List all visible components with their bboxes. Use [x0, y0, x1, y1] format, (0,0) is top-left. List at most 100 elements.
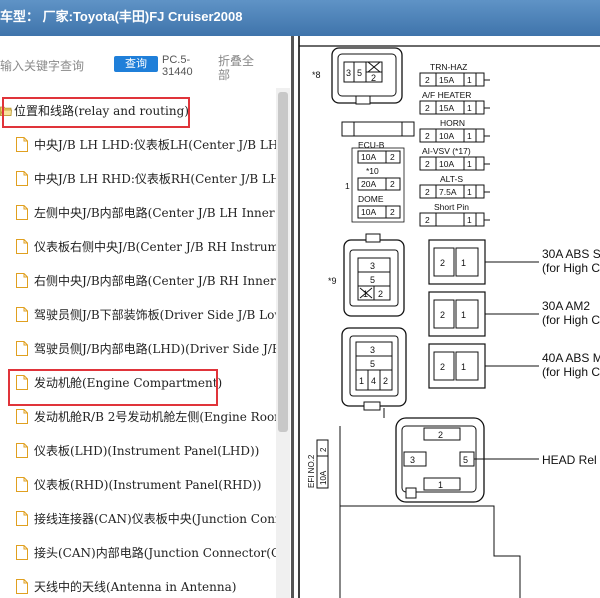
head-relay-pin: 1 — [438, 480, 443, 490]
fuse-20a-amp: 20A — [361, 179, 376, 189]
tree-item[interactable]: 仪表板右侧中央J/B(Center J/B RH Instrument Pane… — [0, 230, 276, 264]
relay-label: 30A AM2 — [542, 299, 590, 313]
collapse-all-button[interactable]: 折叠全 部 — [218, 54, 264, 82]
fuse-pin: 1 — [467, 131, 472, 141]
conn9-pin: 2 — [378, 289, 383, 299]
tree-item[interactable]: 仪表板(RHD)(Instrument Panel(RHD)) — [0, 468, 276, 502]
search-bar: 查询 PC.5- 31440 折叠全 部 — [0, 36, 291, 88]
ecu-b-pin: 2 — [390, 152, 395, 162]
collapse-all-line2: 部 — [218, 68, 231, 82]
fuse-pin: 1 — [467, 215, 472, 225]
scrollbar-thumb[interactable] — [278, 92, 288, 432]
document-icon — [16, 443, 28, 458]
document-icon — [16, 137, 28, 152]
tree-item-label: 接线连接器(CAN)仪表板中央(Junction Connector) — [34, 512, 276, 526]
conn-mid-pin: 4 — [371, 376, 376, 386]
relay-pin: 1 — [461, 258, 466, 268]
document-icon — [16, 545, 28, 560]
relay-label: (for High C — [542, 365, 600, 379]
pin-1: 1 — [345, 181, 350, 191]
relay-label: 40A ABS M — [542, 351, 600, 365]
tree-item-label: 左侧中央J/B内部电路(Center J/B LH Inner Circuit) — [34, 206, 276, 220]
tree-item-label: 接头(CAN)内部电路(Junction Connector(CAN) Inne… — [34, 546, 276, 560]
tree-item-label: 仪表板(LHD)(Instrument Panel(LHD)) — [34, 444, 260, 458]
tree-item-label: 仪表板右侧中央J/B(Center J/B RH Instrument Pane… — [34, 240, 276, 254]
fuse-pin: 1 — [467, 75, 472, 85]
diagram-label-star9: *9 — [328, 276, 337, 286]
tree-view: 位置和线路(relay and routing) 中央J/B LH LHD:仪表… — [0, 94, 276, 598]
tree-item[interactable]: 接线连接器(CAN)仪表板中央(Junction Connector) — [0, 502, 276, 536]
collapse-all-line1: 折叠全 — [218, 54, 255, 68]
search-input[interactable] — [0, 56, 108, 76]
head-relay-label: HEAD Rel — [542, 453, 597, 467]
head-relay: 2 3 5 1 HEAD Rel — [395, 417, 597, 503]
tree-item[interactable]: 驾驶员侧J/B下部装饰板(Driver Side J/B Lower Finis… — [0, 298, 276, 332]
tree-item-label: 驾驶员侧J/B内部电路(LHD)(Driver Side J/B Inner C… — [34, 342, 276, 356]
diagram-panel: *8 3 5 2 TRN-HAZ 2 15A 1 A/F HEATER 2 15… — [294, 36, 600, 598]
fuse-name: A/F HEATER — [422, 90, 471, 100]
document-icon — [16, 477, 28, 492]
fuse-name: AI-VSV (*17) — [422, 146, 471, 156]
fuse-name: ALT-S — [440, 174, 463, 184]
document-icon — [16, 171, 28, 186]
tree-item[interactable]: 驾驶员侧J/B内部电路(LHD)(Driver Side J/B Inner C… — [0, 332, 276, 366]
relay-group: 2 1 30A ABS S (for High C 2 1 30A AM2 (f… — [428, 239, 600, 389]
fuse-box-diagram: *8 3 5 2 TRN-HAZ 2 15A 1 A/F HEATER 2 15… — [298, 36, 600, 598]
relay-pin: 1 — [461, 310, 466, 320]
fuse-pin: 2 — [425, 215, 430, 225]
panel-splitter[interactable] — [291, 36, 294, 598]
relay-label: (for High C — [542, 313, 600, 327]
tree-item-label: 发动机舱(Engine Compartment) — [34, 376, 223, 390]
tree-item-label: 天线中的天线(Antenna in Antenna) — [34, 580, 237, 594]
document-icon — [16, 375, 28, 390]
query-button[interactable]: 查询 — [114, 56, 158, 72]
conn-mid-pin: 3 — [370, 345, 375, 355]
tree-item-label: 仪表板(RHD)(Instrument Panel(RHD)) — [34, 478, 262, 492]
tree-root-relay-and-routing[interactable]: 位置和线路(relay and routing) — [0, 94, 276, 128]
fuse-pin: 1 — [467, 187, 472, 197]
tree-item[interactable]: 接头(CAN)内部电路(Junction Connector(CAN) Inne… — [0, 536, 276, 570]
conn-mid-pin: 2 — [383, 376, 388, 386]
fuse-name: Short Pin — [434, 202, 469, 212]
fuse-pin: 2 — [425, 75, 430, 85]
relay-pin: 2 — [440, 258, 445, 268]
fuse-name: HORN — [440, 118, 465, 128]
ecu-b-label: ECU-B — [358, 140, 385, 150]
tree-root-label: 位置和线路(relay and routing) — [14, 104, 189, 118]
tree-item[interactable]: 天线中的天线(Antenna in Antenna) — [0, 570, 276, 598]
fuse-amp: 10A — [439, 159, 454, 169]
conn-top-pin: 3 — [346, 68, 351, 78]
tree-item-label: 发动机舱R/B 2号发动机舱左侧(Engine Room R/B No.2) — [34, 410, 276, 424]
tree-item[interactable]: 中央J/B LH RHD:仪表板RH(Center J/B LH RHD:Ins… — [0, 162, 276, 196]
tree-item-engine-compartment[interactable]: 发动机舱(Engine Compartment) — [0, 366, 276, 400]
conn-top-pin: 2 — [371, 73, 376, 83]
tree-item[interactable]: 发动机舱R/B 2号发动机舱左侧(Engine Room R/B No.2) — [0, 400, 276, 434]
fuse-amp: 7.5A — [439, 187, 457, 197]
tree-item-label: 右侧中央J/B内部电路(Center J/B RH Inner Circuit) — [34, 274, 276, 288]
efi-pin: 2 — [319, 447, 328, 452]
relay-label: (for High C — [542, 261, 600, 275]
tree-item[interactable]: 中央J/B LH LHD:仪表板LH(Center J/B LH LHD:Ins… — [0, 128, 276, 162]
tree-item-label: 中央J/B LH LHD:仪表板LH(Center J/B LH LHD:Ins… — [34, 138, 276, 152]
window-title-bar: 车型： 厂家:Toyota(丰田)FJ Cruiser2008 — [0, 0, 600, 36]
relay-pin: 2 — [440, 310, 445, 320]
conn9-pin: 1 — [363, 289, 368, 299]
document-icon — [16, 239, 28, 254]
doc-code: PC.5- 31440 — [162, 54, 202, 78]
document-icon — [16, 511, 28, 526]
head-relay-pin: 2 — [438, 430, 443, 440]
relay-pin: 1 — [461, 362, 466, 372]
fuse-pin: 1 — [467, 103, 472, 113]
fuse-pin: 2 — [425, 103, 430, 113]
dome-label: DOME — [358, 194, 384, 204]
window-title: 车型： 厂家:Toyota(丰田)FJ Cruiser2008 — [0, 9, 243, 24]
document-icon — [16, 307, 28, 322]
doc-code-line2: 31440 — [162, 66, 193, 78]
fuse-pin: 2 — [425, 131, 430, 141]
tree-item[interactable]: 左侧中央J/B内部电路(Center J/B LH Inner Circuit) — [0, 196, 276, 230]
conn-mid-pin: 5 — [370, 359, 375, 369]
tree-item[interactable]: 右侧中央J/B内部电路(Center J/B RH Inner Circuit) — [0, 264, 276, 298]
fuse-amp: 10A — [439, 131, 454, 141]
tree-item[interactable]: 仪表板(LHD)(Instrument Panel(LHD)) — [0, 434, 276, 468]
fuse-pin: 1 — [467, 159, 472, 169]
